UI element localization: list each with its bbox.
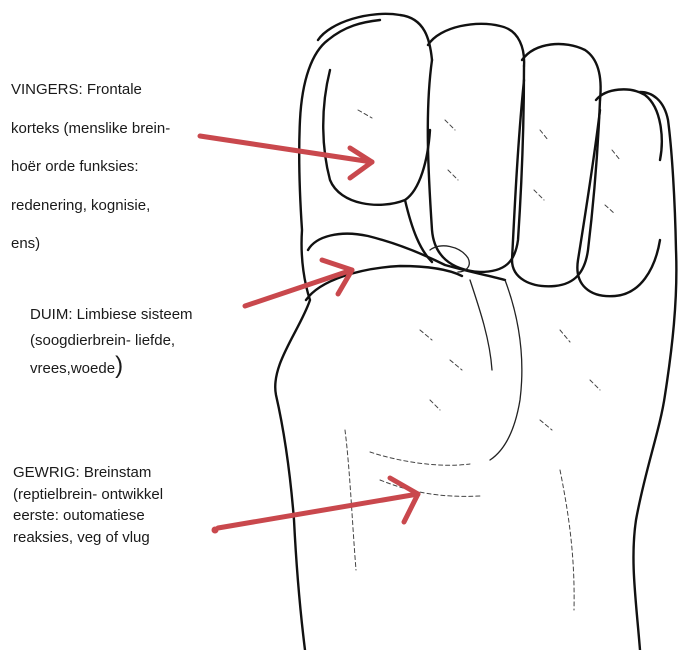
arrow-vingers-head [350, 148, 372, 178]
ring-curl [512, 80, 600, 286]
label-vingers-line: redenering, kognisie, [11, 196, 170, 235]
label-duim-closing: ) [115, 352, 123, 379]
label-duim-line: (soogdierbrein- liefde, [30, 330, 193, 356]
middle-curl [428, 60, 524, 272]
label-vingers-line: hoër orde funksies: [11, 157, 170, 196]
hand-outline-right [633, 92, 676, 650]
label-gewrig: GEWRIG: Breinstam (reptielbrein- ontwikk… [13, 462, 163, 548]
label-vingers-line: ens) [11, 234, 170, 273]
finger-shading [352, 110, 620, 214]
label-gewrig-line: GEWRIG: Breinstam [13, 462, 163, 484]
palm-crease [470, 280, 492, 370]
label-duim-line: DUIM: Limbiese sisteem [30, 304, 193, 330]
label-gewrig-line: reaksies, veg of vlug [13, 527, 163, 549]
label-duim: DUIM: Limbiese sisteem (soogdierbrein- l… [30, 304, 193, 382]
thumb-lower [306, 266, 462, 300]
label-duim-line-last: vrees,woede) [30, 356, 193, 382]
label-gewrig-line: (reptielbrein- ontwikkel [13, 484, 163, 506]
forearm-shading [345, 430, 574, 610]
label-vingers: VINGERS: Frontale korteks (menslike brei… [11, 80, 170, 273]
index-curl [323, 70, 430, 205]
finger-ring [522, 44, 601, 100]
wrist-crease-2 [370, 452, 470, 465]
label-vingers-line: korteks (menslike brein- [11, 119, 170, 158]
hand-outline [275, 20, 380, 650]
label-duim-text: vrees,woede [30, 360, 115, 377]
arrow-gewrig [218, 494, 418, 528]
label-gewrig-line: eerste: outomatiese [13, 505, 163, 527]
label-vingers-line: VINGERS: Frontale [11, 80, 170, 119]
palm-shading [420, 330, 600, 430]
arrow-vingers [200, 136, 372, 162]
finger-pinky [596, 89, 662, 160]
finger-middle [428, 24, 524, 66]
arrow-duim [245, 270, 352, 306]
pinky-curl [577, 110, 660, 296]
palm-line [490, 280, 522, 460]
